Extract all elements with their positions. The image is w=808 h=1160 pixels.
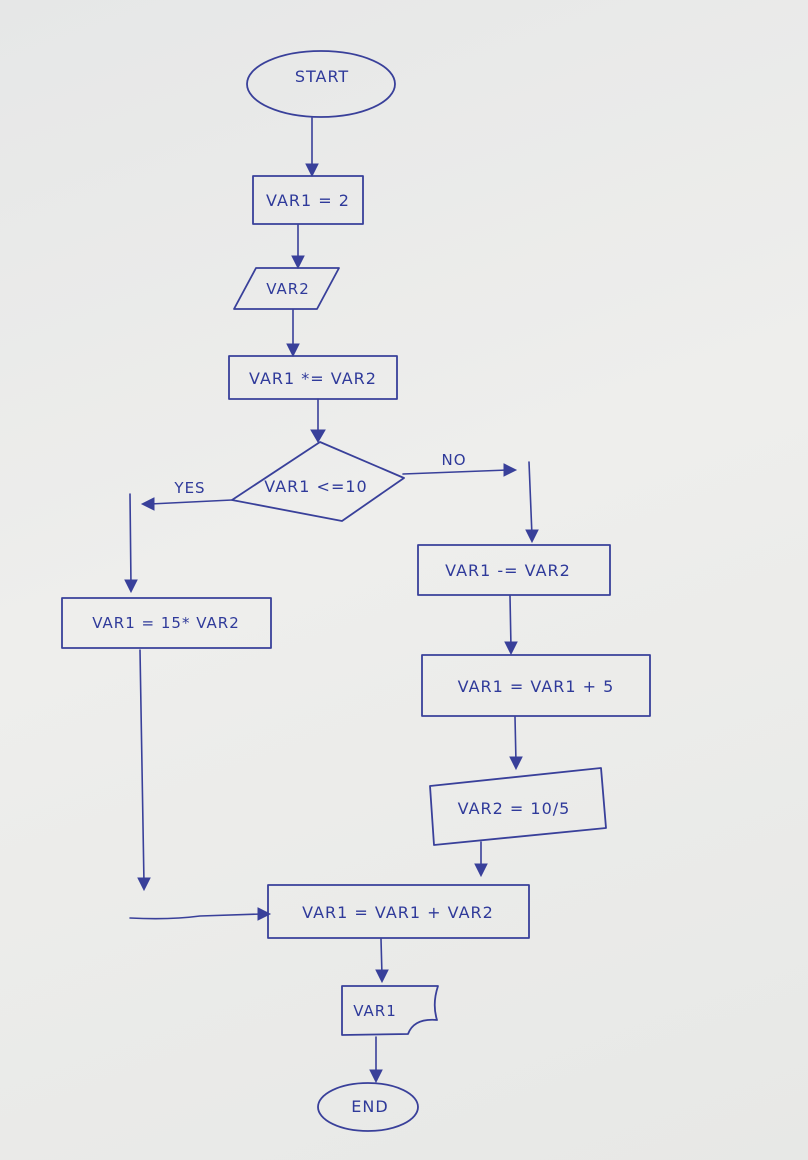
edge-output-to-end — [369, 1036, 383, 1084]
edge-decision-no: NO — [402, 451, 539, 544]
edge-sum-to-output — [375, 938, 389, 984]
node-start-label: START — [295, 67, 349, 86]
edge-start-to-assign — [305, 117, 319, 178]
node-start: START — [246, 50, 396, 118]
edge-yes-label: YES — [173, 479, 205, 497]
node-sum-label: VAR1 = VAR1 + VAR2 — [302, 903, 494, 922]
edge-assign-to-input — [291, 224, 305, 270]
node-decision-label: VAR1 <=10 — [264, 477, 367, 496]
edge-multiply-to-decision — [310, 398, 326, 443]
node-output-var1: VAR1 — [341, 985, 439, 1036]
edge-add-to-assign2 — [509, 716, 523, 771]
node-assign-var2: VAR2 = 10/5 — [429, 767, 607, 846]
edge-input-to-multiply — [286, 309, 300, 358]
node-input-var2: VAR2 — [233, 267, 340, 310]
edge-subtract-to-add — [504, 595, 518, 656]
node-decision: VAR1 <=10 — [231, 441, 405, 522]
node-assign-var1: VAR1 = 2 — [252, 175, 364, 225]
node-yes-branch: VAR1 = 15* VAR2 — [61, 597, 272, 649]
node-end: END — [317, 1082, 419, 1132]
node-sum: VAR1 = VAR1 + VAR2 — [267, 884, 530, 939]
node-add-five: VAR1 = VAR1 + 5 — [421, 654, 651, 717]
node-subtract: VAR1 -= VAR2 — [417, 544, 611, 596]
edge-yes-branch-to-sum — [129, 649, 272, 921]
node-yes-branch-label: VAR1 = 15* VAR2 — [92, 614, 240, 632]
node-subtract-label: VAR1 -= VAR2 — [445, 561, 571, 580]
node-input-var2-label: VAR2 — [266, 280, 310, 298]
node-multiply: VAR1 *= VAR2 — [228, 355, 398, 400]
node-assign-var1-label: VAR1 = 2 — [266, 191, 350, 210]
node-output-var1-label: VAR1 — [353, 1002, 397, 1020]
node-end-label: END — [351, 1097, 388, 1116]
node-multiply-label: VAR1 *= VAR2 — [249, 369, 377, 388]
node-assign-var2-label: VAR2 = 10/5 — [458, 799, 571, 818]
edge-no-label: NO — [441, 451, 466, 469]
edge-decision-yes: YES — [124, 479, 233, 594]
edge-assign2-to-sum — [474, 841, 488, 878]
node-add-five-label: VAR1 = VAR1 + 5 — [458, 677, 615, 696]
